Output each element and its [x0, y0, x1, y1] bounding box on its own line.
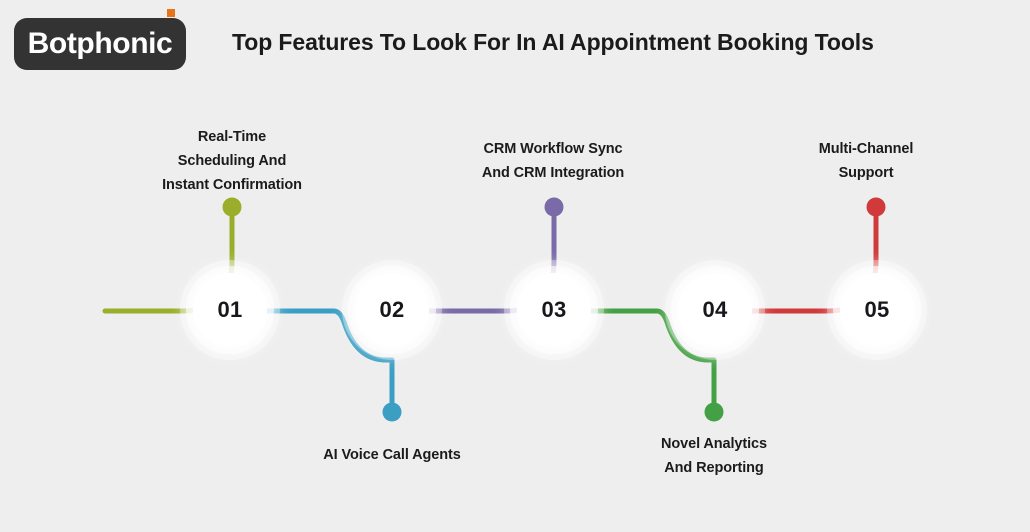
step-label-05-line-1: Multi-Channel — [818, 141, 914, 158]
square-dot-icon — [167, 9, 175, 17]
step-node-05[interactable]: 05 — [840, 273, 914, 347]
step-number-03: 03 — [541, 297, 567, 322]
endpoint-dot-01 — [222, 197, 242, 217]
step-node-02[interactable]: 02 — [355, 273, 429, 347]
step-number-02: 02 — [379, 297, 405, 322]
step-label-01: Real-Time Scheduling And Instant Confirm… — [162, 126, 302, 198]
step-label-04-line-2: And Reporting — [664, 459, 764, 476]
endpoint-dots — [222, 197, 886, 422]
endpoint-dot-03 — [544, 197, 564, 217]
step-number-01: 01 — [217, 297, 243, 322]
step-label-04-line-1: Novel Analytics — [661, 436, 767, 452]
connector-path-02 — [263, 308, 395, 412]
brand-logo: Botphonic — [14, 9, 186, 70]
step-label-02: AI Voice Call Agents — [323, 444, 461, 468]
page-title: Top Features To Look For In AI Appointme… — [232, 29, 874, 55]
step-label-04: Novel Analytics And Reporting — [661, 433, 767, 481]
step-label-03-line-1: CRM Workflow Sync — [483, 141, 623, 158]
step-label-05-line-2: Support — [838, 165, 894, 182]
step-label-01-line-3: Instant Confirmation — [162, 177, 302, 194]
step-label-03: CRM Workflow Sync And CRM Integration — [482, 138, 624, 186]
step-label-02-line-1: AI Voice Call Agents — [323, 447, 461, 463]
step-number-05: 05 — [864, 297, 890, 322]
step-node-04[interactable]: 04 — [678, 273, 752, 347]
step-label-01-line-2: Scheduling And — [177, 153, 287, 170]
logo-wordmark: Botphonic — [27, 27, 173, 60]
step-label-03-line-2: And CRM Integration — [481, 165, 625, 182]
step-node-01[interactable]: 01 — [193, 273, 267, 347]
step-label-05: Multi-Channel Support — [819, 138, 914, 186]
step-node-03[interactable]: 03 — [517, 273, 591, 347]
endpoint-dot-04 — [704, 402, 724, 422]
connector-path-04 — [587, 308, 717, 412]
step-label-01-line-1: Real-Time — [197, 129, 267, 146]
endpoint-dot-02 — [382, 402, 402, 422]
endpoint-dot-05 — [866, 197, 886, 217]
step-number-04: 04 — [702, 297, 728, 322]
